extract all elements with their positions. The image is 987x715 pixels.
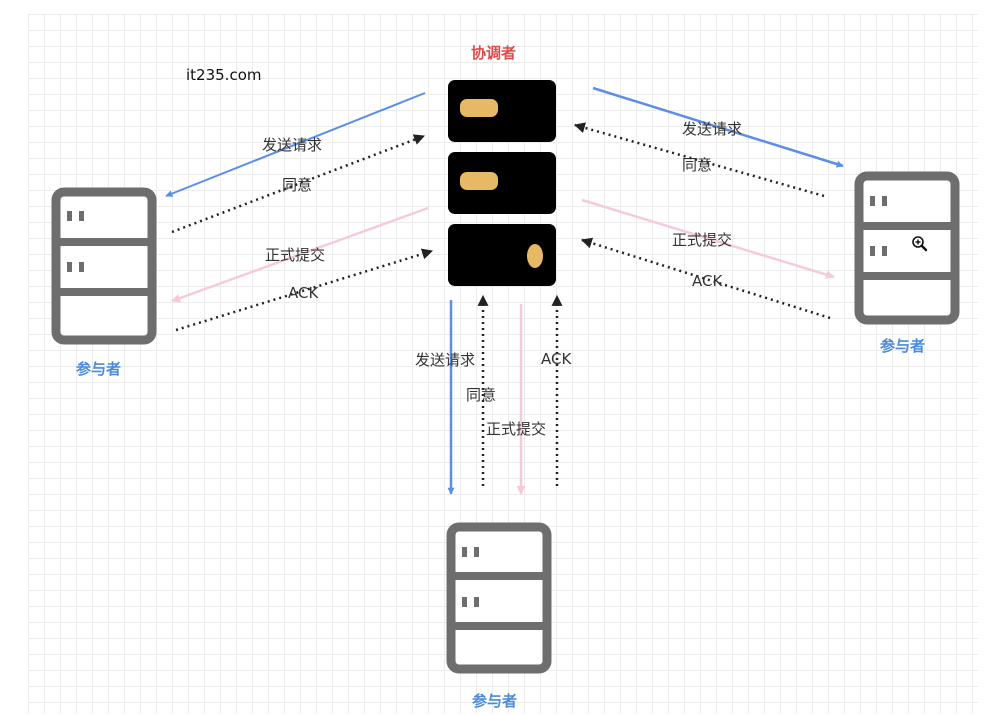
participant-right-led bbox=[882, 246, 887, 256]
label-commit-left: 正式提交 bbox=[265, 246, 326, 264]
label-agree-bottom: 同意 bbox=[466, 386, 497, 404]
label-ack-bottom: ACK bbox=[541, 350, 572, 368]
participant-bottom-led bbox=[462, 547, 467, 557]
arrow-ack-from-left bbox=[175, 248, 434, 332]
watermark-text: it235.com bbox=[186, 66, 262, 84]
participant-bottom-led bbox=[474, 547, 479, 557]
participant-right-led bbox=[882, 196, 887, 206]
label-request-left: 发送请求 bbox=[262, 136, 323, 154]
participant-left-led bbox=[67, 211, 72, 221]
arrow-agree-from-right bbox=[573, 122, 825, 198]
participant-bottom-led bbox=[474, 597, 479, 607]
label-ack-right: ACK bbox=[692, 272, 723, 290]
participant-right-led bbox=[870, 246, 875, 256]
arrow-commit-to-right bbox=[581, 198, 835, 279]
coordinator-led-2 bbox=[460, 172, 498, 190]
arrow-request-to-left bbox=[165, 92, 426, 197]
participant-right-label: 参与者 bbox=[880, 337, 926, 355]
participant-bottom-led bbox=[462, 597, 467, 607]
coordinator-server bbox=[448, 80, 556, 286]
label-commit-bottom: 正式提交 bbox=[486, 420, 547, 438]
participant-left-led bbox=[67, 262, 72, 272]
participant-bottom-label: 参与者 bbox=[472, 692, 518, 710]
coordinator-unit-2 bbox=[448, 152, 556, 214]
participant-left-frame bbox=[51, 187, 157, 345]
coordinator-label: 协调者 bbox=[471, 44, 517, 62]
zoom-in-icon[interactable] bbox=[912, 236, 928, 252]
label-commit-right: 正式提交 bbox=[672, 231, 733, 249]
participant-left-led bbox=[79, 211, 84, 221]
arrow-ack-from-right bbox=[580, 237, 831, 320]
arrow-commit-to-left bbox=[171, 206, 429, 303]
label-agree-left: 同意 bbox=[282, 176, 313, 194]
coordinator-led-1 bbox=[460, 99, 498, 117]
participant-bottom-frame bbox=[446, 522, 552, 674]
participant-right-led bbox=[870, 196, 875, 206]
participant-left-led bbox=[79, 262, 84, 272]
coordinator-unit-1 bbox=[448, 80, 556, 142]
label-ack-left: ACK bbox=[288, 284, 319, 302]
participant-left-label: 参与者 bbox=[76, 360, 122, 378]
label-request-right: 发送请求 bbox=[682, 120, 743, 138]
label-agree-right: 同意 bbox=[682, 156, 713, 174]
label-request-bottom: 发送请求 bbox=[415, 351, 476, 369]
participant-bottom-server bbox=[446, 522, 552, 674]
coordinator-led-3 bbox=[527, 244, 543, 268]
participant-right-frame bbox=[854, 171, 960, 325]
arrow-request-to-right bbox=[592, 86, 844, 168]
participant-right-server bbox=[854, 171, 960, 325]
coordinator-unit-3 bbox=[448, 224, 556, 286]
participant-left-server bbox=[51, 187, 157, 345]
